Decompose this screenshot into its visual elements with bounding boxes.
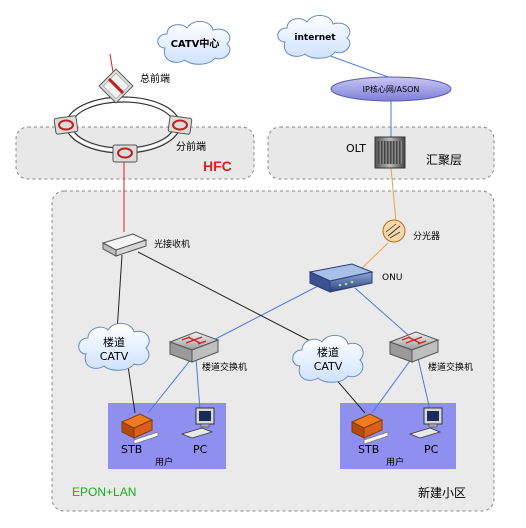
pc-left-label: PC [193, 443, 208, 456]
stb-left-icon [120, 413, 159, 445]
cloud-internet: internet [277, 15, 351, 59]
switch-right-label: 楼道交换机 [428, 361, 473, 373]
coax-receiver-catv-left [116, 254, 123, 333]
onu-label: ONU [382, 273, 402, 283]
coax-catv-stb-left [127, 365, 136, 414]
pc-left-icon [180, 407, 215, 439]
ip-core-network: IP核心网/ASON [330, 76, 452, 102]
fiber-olt-splitter [390, 167, 397, 223]
lan-onu-switch-right [354, 287, 417, 343]
ring-node-left-icon [53, 115, 79, 135]
olt-label: OLT [346, 142, 366, 155]
aggregation-layer-label: 汇聚层 [426, 153, 462, 167]
lan-switch-stb-right [371, 357, 413, 414]
lan-switch-pc-right [417, 357, 431, 411]
ip-core-label: IP核心网/ASON [363, 84, 420, 94]
sub-head-end-node-icon [112, 144, 138, 163]
onu-device-icon [308, 263, 374, 293]
cloud-catv-right: 楼道 CATV [292, 335, 364, 383]
stb-right-icon [350, 413, 389, 445]
cloud-catv-left: 楼道 CATV [78, 323, 150, 371]
coax-receiver-catv-right [137, 251, 319, 346]
fiber-splitter-onu [361, 242, 389, 269]
catv-left-line2: CATV [100, 350, 129, 363]
catv-right-line2: CATV [314, 360, 343, 373]
epon-lan-label: EPON+LAN [72, 485, 136, 499]
head-end-node-icon [98, 68, 134, 104]
cloud-catv-center: CATV中心 [157, 21, 231, 65]
user-left-label: 用户 [155, 456, 173, 468]
new-community-label: 新建小区 [418, 485, 466, 500]
catv-left-line1: 楼道 [103, 335, 125, 349]
sub-head-end-label: 分前端 [176, 140, 206, 153]
splitter-label: 分光器 [413, 230, 440, 242]
olt-device-icon [374, 136, 406, 169]
pc-right-icon [408, 407, 443, 439]
optical-receiver-icon [101, 233, 148, 257]
switch-left-icon [168, 331, 220, 363]
pc-right-label: PC [424, 443, 439, 456]
head-end-label: 总前端 [140, 72, 170, 85]
internet-label: internet [294, 33, 336, 43]
catv-center-label: CATV中心 [171, 37, 220, 50]
hfc-label: HFC [203, 158, 232, 174]
ring-node-right-icon [167, 115, 193, 135]
stb-left-label: STB [121, 443, 142, 456]
switch-right-icon [388, 331, 440, 363]
lan-switch-stb-left [147, 357, 193, 414]
switch-left-label: 楼道交换机 [202, 361, 247, 373]
optical-receiver-label: 光接收机 [154, 238, 190, 250]
catv-right-line1: 楼道 [317, 345, 339, 359]
user-right-label: 用户 [386, 456, 404, 468]
stb-right-label: STB [358, 443, 379, 456]
lan-switch-pc-left [195, 357, 201, 411]
splitter-icon [382, 219, 406, 243]
